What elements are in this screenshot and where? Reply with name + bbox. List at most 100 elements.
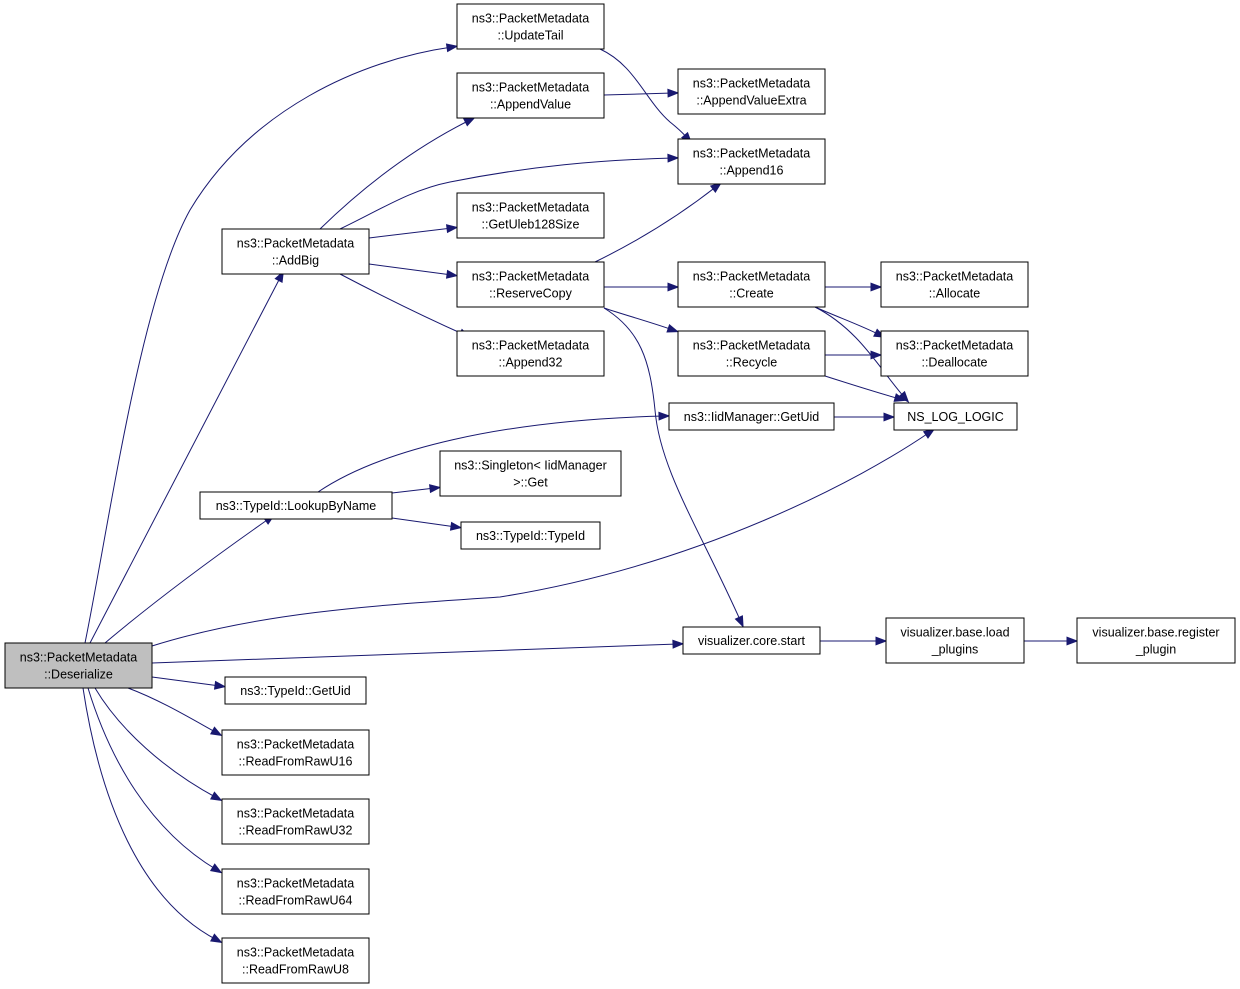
node-label-line: >::Get bbox=[513, 476, 548, 490]
node-box bbox=[221, 868, 370, 915]
arrowhead-icon bbox=[213, 680, 227, 690]
arrowhead-icon bbox=[875, 636, 888, 646]
node-box bbox=[199, 491, 393, 520]
node-label-line: ::Deserialize bbox=[44, 668, 113, 682]
node-label-line: ::Deallocate bbox=[921, 356, 987, 370]
node-read-u8[interactable]: ns3::PacketMetadata::ReadFromRawU8 bbox=[221, 937, 370, 984]
edge-line bbox=[127, 687, 218, 734]
node-get-uleb128-size[interactable]: ns3::PacketMetadata::GetUleb128Size bbox=[456, 192, 605, 239]
node-label-line: ::ReadFromRawU16 bbox=[239, 755, 353, 769]
node-box bbox=[677, 68, 826, 115]
node-create[interactable]: ns3::PacketMetadata::Create bbox=[677, 261, 826, 308]
edge-add_big-to-append_value bbox=[319, 117, 476, 230]
node-read-u64[interactable]: ns3::PacketMetadata::ReadFromRawU64 bbox=[221, 868, 370, 915]
edge-lookup_by_name-to-typeid_typeid bbox=[391, 517, 463, 531]
node-box bbox=[456, 3, 605, 50]
edge-line bbox=[603, 307, 674, 331]
node-box bbox=[456, 330, 605, 377]
edge-line bbox=[339, 273, 466, 336]
edge-line bbox=[87, 687, 218, 871]
edge-line bbox=[151, 643, 679, 664]
node-append32[interactable]: ns3::PacketMetadata::Append32 bbox=[456, 330, 605, 377]
edge-reserve_copy-to-append16 bbox=[594, 182, 723, 263]
node-allocate[interactable]: ns3::PacketMetadata::Allocate bbox=[880, 261, 1029, 308]
edge-line bbox=[814, 306, 906, 399]
node-box bbox=[1076, 617, 1236, 664]
edge-line bbox=[824, 375, 901, 400]
edge-line bbox=[599, 48, 689, 140]
node-add-big[interactable]: ns3::PacketMetadata::AddBig bbox=[221, 228, 370, 275]
edge-line bbox=[391, 517, 457, 528]
node-label-line: ::Allocate bbox=[929, 287, 980, 301]
node-label-line: ns3::PacketMetadata bbox=[693, 77, 810, 91]
node-lookup-by-name[interactable]: ns3::TypeId::LookupByName bbox=[199, 491, 393, 520]
node-append16[interactable]: ns3::PacketMetadata::Append16 bbox=[677, 138, 826, 185]
edge-iid_get_uid-to-ns_log_logic bbox=[834, 412, 896, 422]
arrowhead-icon bbox=[445, 224, 459, 234]
edge-reserve_copy-to-recycle bbox=[603, 307, 680, 333]
arrowhead-icon bbox=[449, 521, 463, 531]
node-label-line: visualizer.base.load bbox=[900, 626, 1009, 640]
edge-line bbox=[339, 157, 674, 230]
edge-line bbox=[317, 415, 665, 493]
node-deserialize[interactable]: ns3::PacketMetadata::Deserialize bbox=[4, 642, 153, 689]
node-label-line: ns3::PacketMetadata bbox=[472, 12, 589, 26]
edge-deserialize-to-read_u64 bbox=[87, 687, 223, 874]
node-box bbox=[460, 521, 601, 550]
edge-reserve_copy-to-create bbox=[604, 282, 680, 292]
arrowhead-icon bbox=[667, 282, 680, 292]
edge-deserialize-to-update_tail bbox=[84, 43, 459, 644]
node-label-line: ::Recycle bbox=[726, 356, 777, 370]
node-box bbox=[4, 642, 153, 689]
node-append-value-extra[interactable]: ns3::PacketMetadata::AppendValueExtra bbox=[677, 68, 826, 115]
node-label-line: visualizer.base.register bbox=[1092, 626, 1219, 640]
edge-line bbox=[594, 185, 718, 263]
node-load-plugins[interactable]: visualizer.base.load_plugins bbox=[885, 617, 1025, 664]
node-box bbox=[677, 138, 826, 185]
node-reserve-copy[interactable]: ns3::PacketMetadata::ReserveCopy bbox=[456, 261, 605, 308]
arrowhead-icon bbox=[667, 88, 680, 98]
node-register-plugin[interactable]: visualizer.base.register_plugin bbox=[1076, 617, 1236, 664]
node-update-tail[interactable]: ns3::PacketMetadata::UpdateTail bbox=[456, 3, 605, 50]
node-box bbox=[456, 192, 605, 239]
node-box bbox=[224, 676, 367, 705]
edge-add_big-to-append16 bbox=[339, 153, 680, 230]
arrowhead-icon bbox=[463, 117, 476, 127]
edge-line bbox=[391, 487, 436, 494]
node-label-line: ns3::PacketMetadata bbox=[693, 339, 810, 353]
node-label-line: ::Create bbox=[729, 287, 774, 301]
node-box bbox=[221, 798, 370, 845]
node-ns-log-logic[interactable]: NS_LOG_LOGIC bbox=[893, 402, 1018, 431]
edge-line bbox=[368, 227, 453, 239]
node-read-u16[interactable]: ns3::PacketMetadata::ReadFromRawU16 bbox=[221, 729, 370, 776]
arrowhead-icon bbox=[666, 323, 680, 333]
node-typeid-get-uid[interactable]: ns3::TypeId::GetUid bbox=[224, 676, 367, 705]
edge-deserialize-to-lookup_by_name bbox=[104, 514, 276, 644]
arrowhead-icon bbox=[734, 615, 744, 628]
node-box bbox=[880, 330, 1029, 377]
node-label-line: ns3::PacketMetadata bbox=[896, 270, 1013, 284]
node-typeid-typeid[interactable]: ns3::TypeId::TypeId bbox=[460, 521, 601, 550]
edge-line bbox=[82, 687, 218, 941]
node-box bbox=[439, 450, 622, 497]
edge-lookup_by_name-to-iid_get_uid bbox=[317, 411, 671, 493]
edge-deserialize-to-read_u32 bbox=[94, 687, 223, 802]
node-label-line: ns3::PacketMetadata bbox=[693, 147, 810, 161]
node-label-line: visualizer.core.start bbox=[698, 634, 806, 648]
node-label-line: ns3::PacketMetadata bbox=[472, 339, 589, 353]
node-label-line: ns3::PacketMetadata bbox=[237, 738, 354, 752]
node-label-line: NS_LOG_LOGIC bbox=[907, 410, 1004, 424]
node-label-line: ::ReadFromRawU8 bbox=[242, 963, 349, 977]
edge-line bbox=[104, 517, 271, 644]
node-singleton-get[interactable]: ns3::Singleton< IidManager>::Get bbox=[439, 450, 622, 497]
arrowhead-icon bbox=[209, 863, 223, 874]
node-visualizer-start[interactable]: visualizer.core.start bbox=[682, 626, 821, 655]
node-append-value[interactable]: ns3::PacketMetadata::AppendValue bbox=[456, 72, 605, 119]
node-iid-get-uid[interactable]: ns3::IidManager::GetUid bbox=[668, 402, 835, 431]
node-recycle[interactable]: ns3::PacketMetadata::Recycle bbox=[677, 330, 826, 377]
node-read-u32[interactable]: ns3::PacketMetadata::ReadFromRawU32 bbox=[221, 798, 370, 845]
node-deallocate[interactable]: ns3::PacketMetadata::Deallocate bbox=[880, 330, 1029, 377]
arrowhead-icon bbox=[1066, 636, 1079, 646]
nodes-layer: ns3::PacketMetadata::Deserializens3::Pac… bbox=[4, 3, 1236, 984]
node-label-line: ns3::PacketMetadata bbox=[472, 270, 589, 284]
